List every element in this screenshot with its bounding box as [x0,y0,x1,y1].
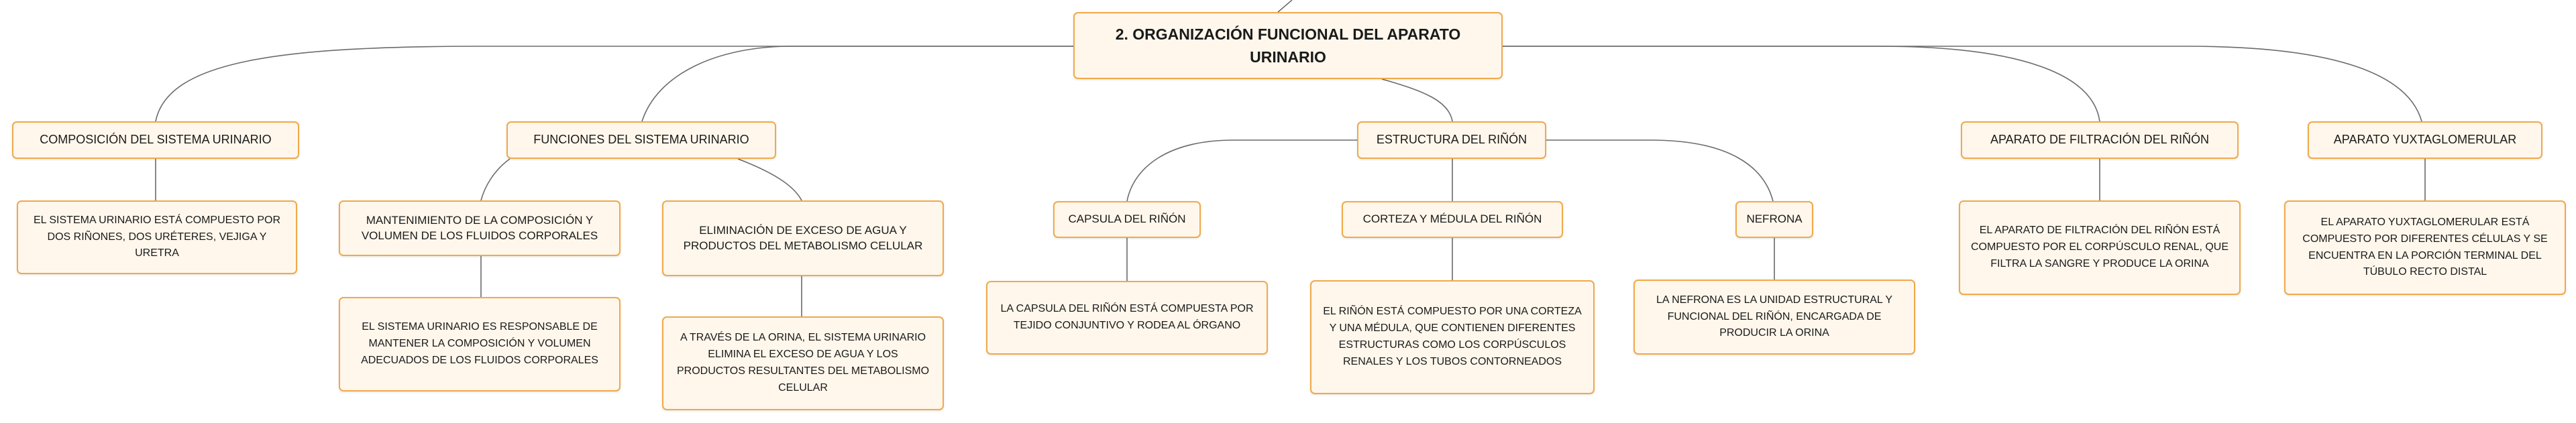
node-yuxta-label: APARATO YUXTAGLOMERULAR [2333,133,2517,147]
connector-root-parent [1277,0,1293,13]
node-filtracion-label: APARATO DE FILTRACIÓN DEL RIÑÓN [1990,133,2210,147]
node-mantenimiento-label: MANTENIMIENTO DE LA COMPOSICIÓN Y VOLUME… [361,214,598,242]
node-yuxta-desc-text: EL APARATO YUXTAGLOMERULAR ESTÁ COMPUEST… [2302,216,2548,278]
connector-root-funciones [641,46,1073,122]
connector-estructura-nefrona [1546,139,1774,202]
root-node[interactable]: 2. ORGANIZACIÓN FUNCIONAL DEL APARATO UR… [1073,12,1503,79]
connector-estructura-capsula [1126,139,1357,202]
node-funciones-label: FUNCIONES DEL SISTEMA URINARIO [533,133,749,147]
node-yuxta-desc[interactable]: EL APARATO YUXTAGLOMERULAR ESTÁ COMPUEST… [2284,200,2566,295]
node-eliminacion-label: ELIMINACIÓN DE EXCESO DE AGUA Y PRODUCTO… [683,224,923,252]
connector-root-filtracion [1503,46,2100,122]
node-mantenimiento[interactable]: MANTENIMIENTO DE LA COMPOSICIÓN Y VOLUME… [339,200,621,256]
node-eliminacion[interactable]: ELIMINACIÓN DE EXCESO DE AGUA Y PRODUCTO… [662,200,944,276]
connector-root-composicion [155,46,1073,122]
connector-funciones-eliminacion [737,158,802,201]
node-composicion-desc-text: EL SISTEMA URINARIO ESTÁ COMPUESTO POR D… [33,214,281,259]
node-corteza[interactable]: CORTEZA Y MÉDULA DEL RIÑÓN [1342,201,1563,238]
node-composicion-desc[interactable]: EL SISTEMA URINARIO ESTÁ COMPUESTO POR D… [17,200,297,274]
connector-funciones-mantenimiento [480,158,511,201]
node-corteza-desc-text: EL RIÑÓN ESTÁ COMPUESTO POR UNA CORTEZA … [1323,306,1582,367]
node-composicion-label: COMPOSICIÓN DEL SISTEMA URINARIO [40,133,272,147]
node-eliminacion-desc-text: A TRAVÉS DE LA ORINA, EL SISTEMA URINARI… [676,332,930,394]
node-capsula-desc[interactable]: LA CAPSULA DEL RIÑÓN ESTÁ COMPUESTA POR … [986,281,1268,355]
node-capsula[interactable]: CAPSULA DEL RIÑÓN [1053,201,1201,238]
node-capsula-label: CAPSULA DEL RIÑÓN [1068,213,1186,226]
node-capsula-desc-text: LA CAPSULA DEL RIÑÓN ESTÁ COMPUESTA POR … [1000,303,1254,331]
node-filtracion-desc[interactable]: EL APARATO DE FILTRACIÓN DEL RIÑÓN ESTÁ … [1959,200,2241,295]
node-composicion[interactable]: COMPOSICIÓN DEL SISTEMA URINARIO [12,121,299,159]
root-title: 2. ORGANIZACIÓN FUNCIONAL DEL APARATO UR… [1115,25,1461,66]
node-nefrona-desc[interactable]: LA NEFRONA ES LA UNIDAD ESTRUCTURAL Y FU… [1633,280,1915,355]
node-nefrona-label: NEFRONA [1746,213,1803,226]
node-estructura-label: ESTRUCTURA DEL RIÑÓN [1376,133,1527,147]
node-corteza-desc[interactable]: EL RIÑÓN ESTÁ COMPUESTO POR UNA CORTEZA … [1310,280,1595,394]
node-eliminacion-desc[interactable]: A TRAVÉS DE LA ORINA, EL SISTEMA URINARI… [662,316,944,410]
node-filtracion[interactable]: APARATO DE FILTRACIÓN DEL RIÑÓN [1961,121,2239,159]
node-nefrona-desc-text: LA NEFRONA ES LA UNIDAD ESTRUCTURAL Y FU… [1656,294,1893,339]
node-mantenimiento-desc[interactable]: EL SISTEMA URINARIO ES RESPONSABLE DE MA… [339,297,621,391]
node-mantenimiento-desc-text: EL SISTEMA URINARIO ES RESPONSABLE DE MA… [361,321,598,366]
connector-root-estructura [1381,78,1453,122]
node-nefrona[interactable]: NEFRONA [1735,201,1813,238]
node-funciones[interactable]: FUNCIONES DEL SISTEMA URINARIO [506,121,776,159]
node-corteza-label: CORTEZA Y MÉDULA DEL RIÑÓN [1362,213,1542,226]
node-estructura[interactable]: ESTRUCTURA DEL RIÑÓN [1357,121,1546,159]
connector-root-yuxta [1503,46,2422,122]
node-yuxta[interactable]: APARATO YUXTAGLOMERULAR [2308,121,2542,159]
node-filtracion-desc-text: EL APARATO DE FILTRACIÓN DEL RIÑÓN ESTÁ … [1970,225,2229,269]
